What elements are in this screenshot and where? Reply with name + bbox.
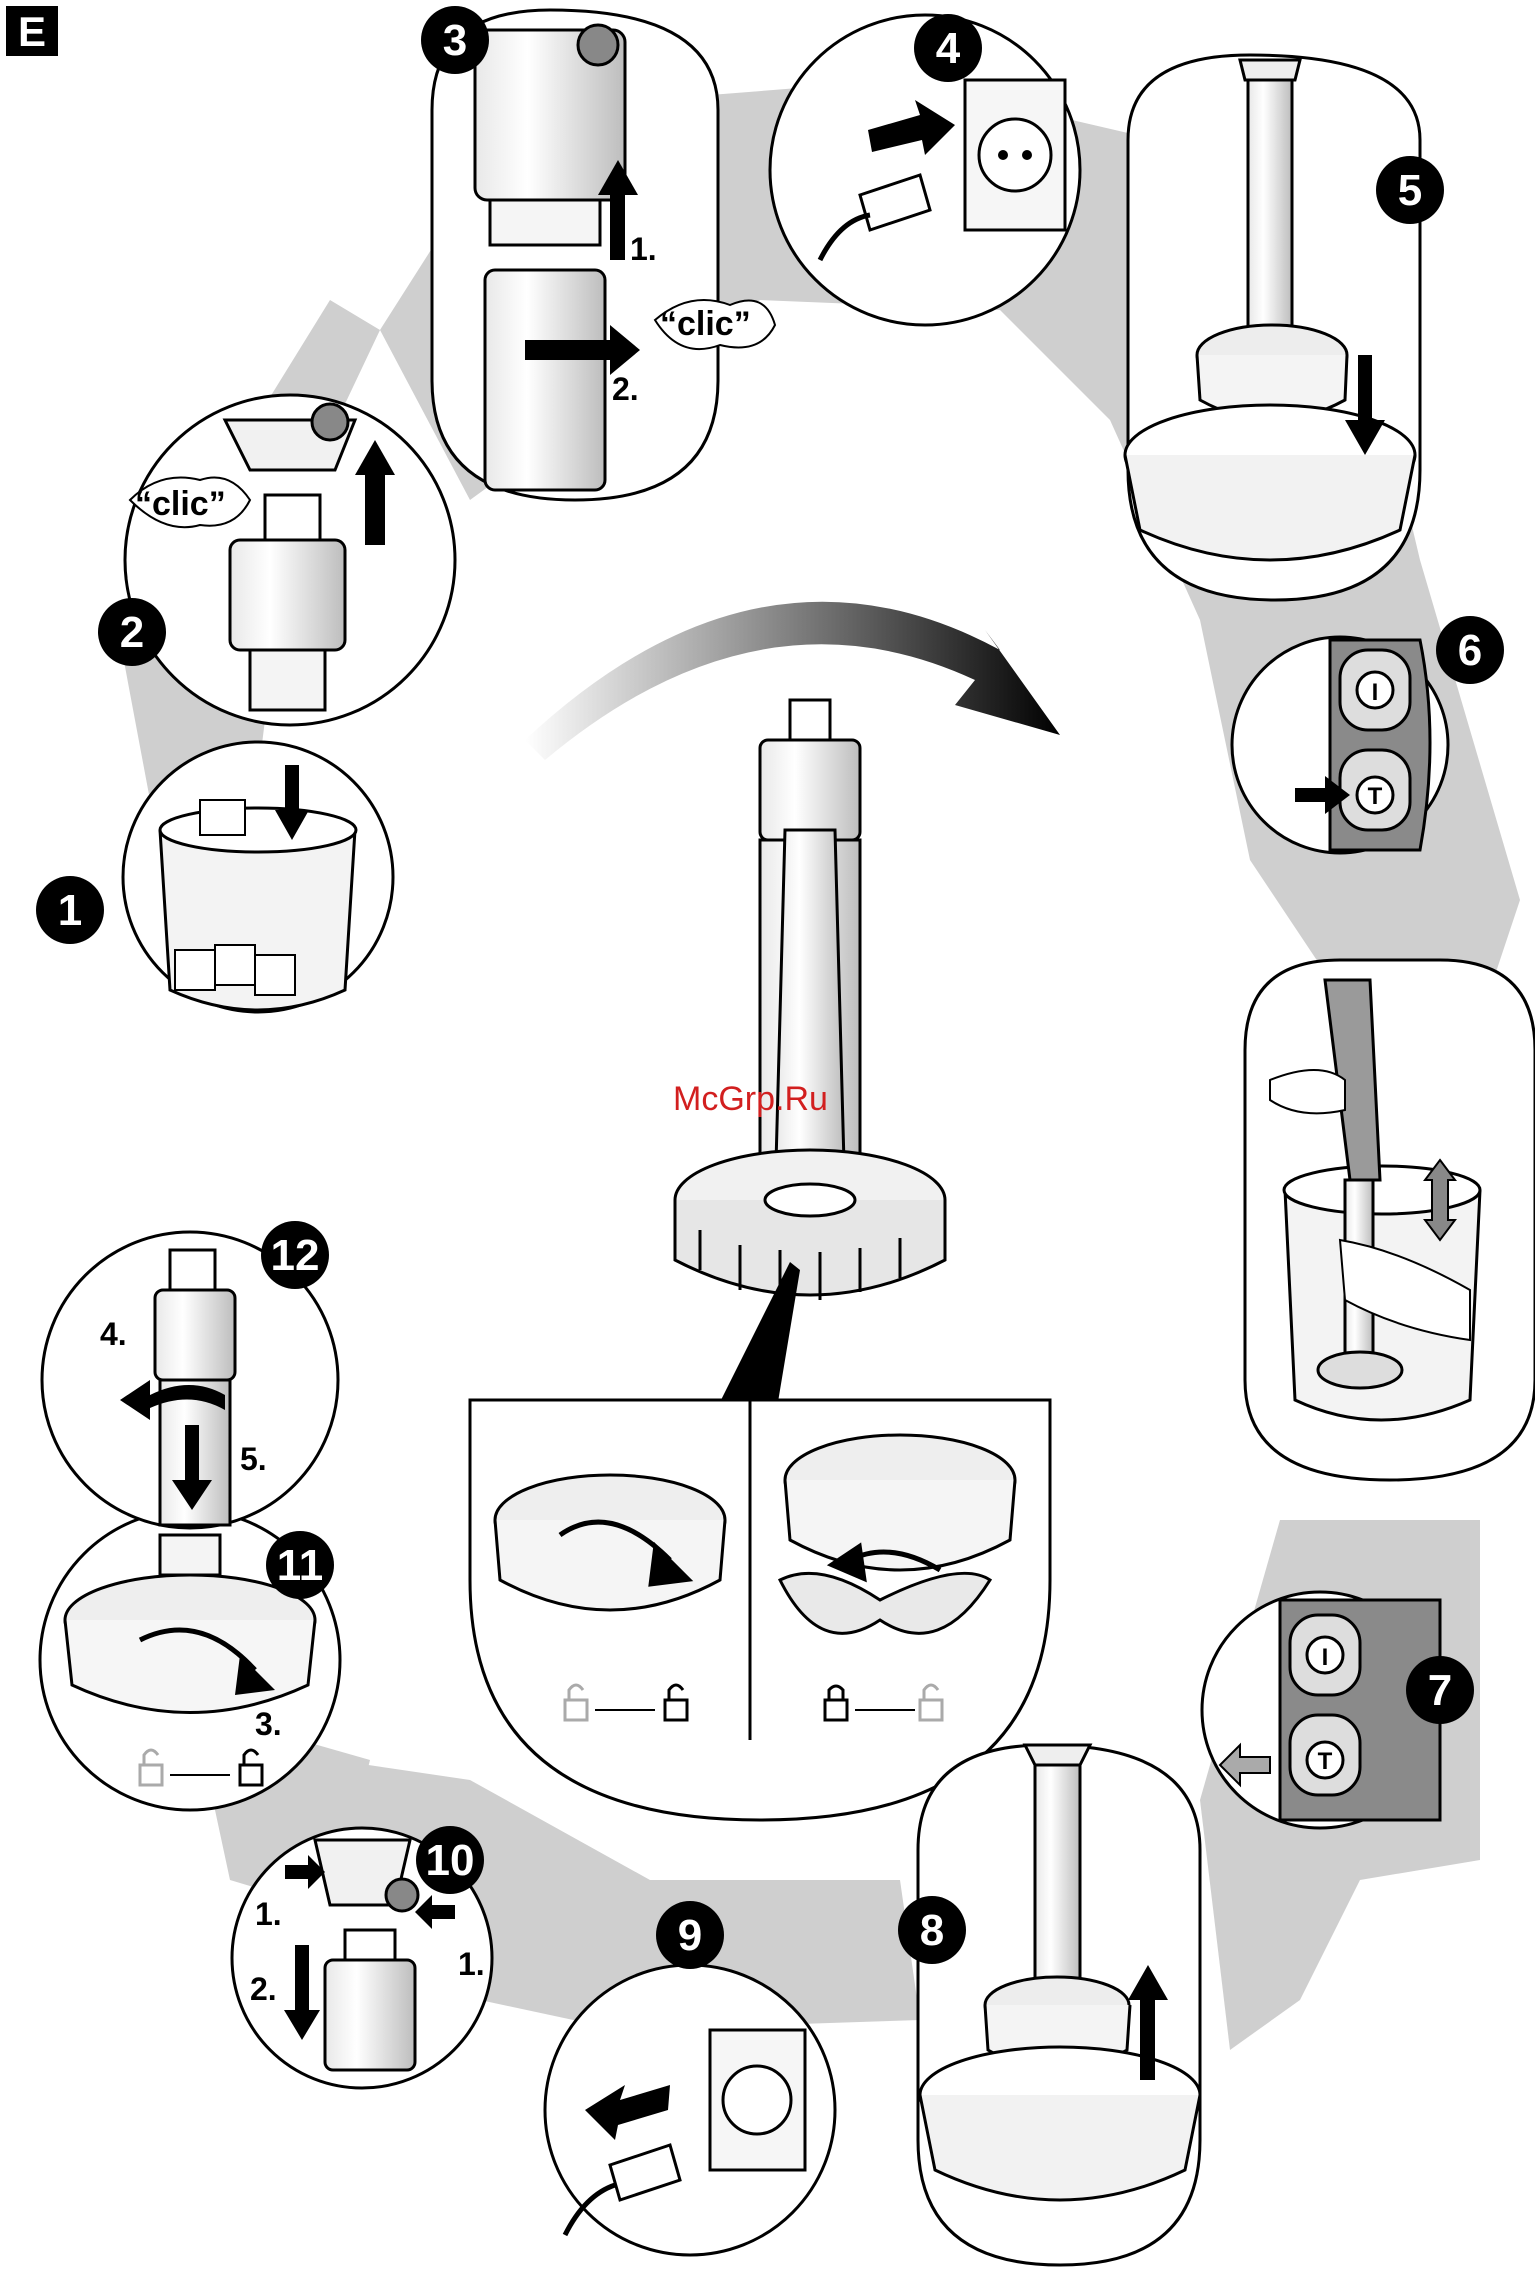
section-badge: E (6, 6, 58, 56)
svg-text:4: 4 (936, 24, 961, 73)
step10-badge: 10 (416, 1826, 484, 1894)
step11-badge: 11 (266, 1531, 334, 1599)
power-button: I (1340, 650, 1410, 730)
step5-badge: 5 (1376, 156, 1444, 224)
svg-text:10: 10 (426, 1836, 475, 1885)
step12-label-down: 5. (240, 1441, 267, 1477)
svg-text:2: 2 (120, 608, 144, 657)
step4-badge: 4 (914, 14, 982, 82)
power-button-7: I (1290, 1615, 1360, 1695)
turbo-button: T (1340, 750, 1410, 830)
central-blender-foot (675, 700, 945, 1295)
step12-badge: 12 (261, 1221, 329, 1289)
zoom-detail-panel (470, 1400, 1050, 1820)
step7-badge: 7 (1406, 1656, 1474, 1724)
step6-badge: 6 (1436, 616, 1504, 684)
svg-text:7: 7 (1428, 1666, 1452, 1715)
step1-badge: 1 (36, 876, 104, 944)
svg-text:I: I (1322, 1644, 1329, 1671)
step10-label-down: 2. (250, 1971, 277, 2007)
step10-label-right: 1. (458, 1946, 485, 1982)
step11-label-turn: 3. (255, 1706, 282, 1742)
svg-text:9: 9 (678, 1911, 702, 1960)
step8-panel (918, 1745, 1200, 2265)
svg-text:11: 11 (277, 1541, 324, 1590)
step12-label-turn: 4. (100, 1316, 127, 1352)
turbo-button-7: T (1290, 1715, 1360, 1795)
blending-panel (1245, 960, 1535, 1480)
step8-badge: 8 (898, 1896, 966, 1964)
clic-sound-2: “clic” (135, 485, 226, 523)
step3-badge: 3 (421, 6, 489, 74)
step1-panel (123, 742, 393, 1012)
step3-label-turn: 2. (612, 371, 639, 407)
step9-panel (545, 1965, 835, 2255)
svg-text:T: T (1368, 783, 1383, 810)
step10-label-left: 1. (255, 1896, 282, 1932)
svg-text:5: 5 (1398, 166, 1422, 215)
svg-text:1: 1 (58, 886, 82, 935)
svg-text:T: T (1318, 1748, 1333, 1775)
svg-text:8: 8 (920, 1906, 944, 1955)
step3-label-up: 1. (630, 231, 657, 267)
clic-sound-3: “clic” (660, 305, 751, 343)
step6-panel: I T (1232, 637, 1448, 853)
svg-text:I: I (1372, 679, 1379, 706)
step9-badge: 9 (656, 1901, 724, 1969)
step2-panel: “clic” (125, 395, 455, 725)
svg-text:3: 3 (443, 16, 467, 65)
step7-panel: I T (1202, 1592, 1440, 1828)
section-letter: E (18, 8, 46, 55)
watermark-text: McGrp.Ru (673, 1080, 828, 1118)
step2-badge: 2 (98, 598, 166, 666)
step5-panel (1125, 55, 1420, 600)
svg-text:12: 12 (271, 1231, 320, 1280)
svg-text:6: 6 (1458, 626, 1482, 675)
